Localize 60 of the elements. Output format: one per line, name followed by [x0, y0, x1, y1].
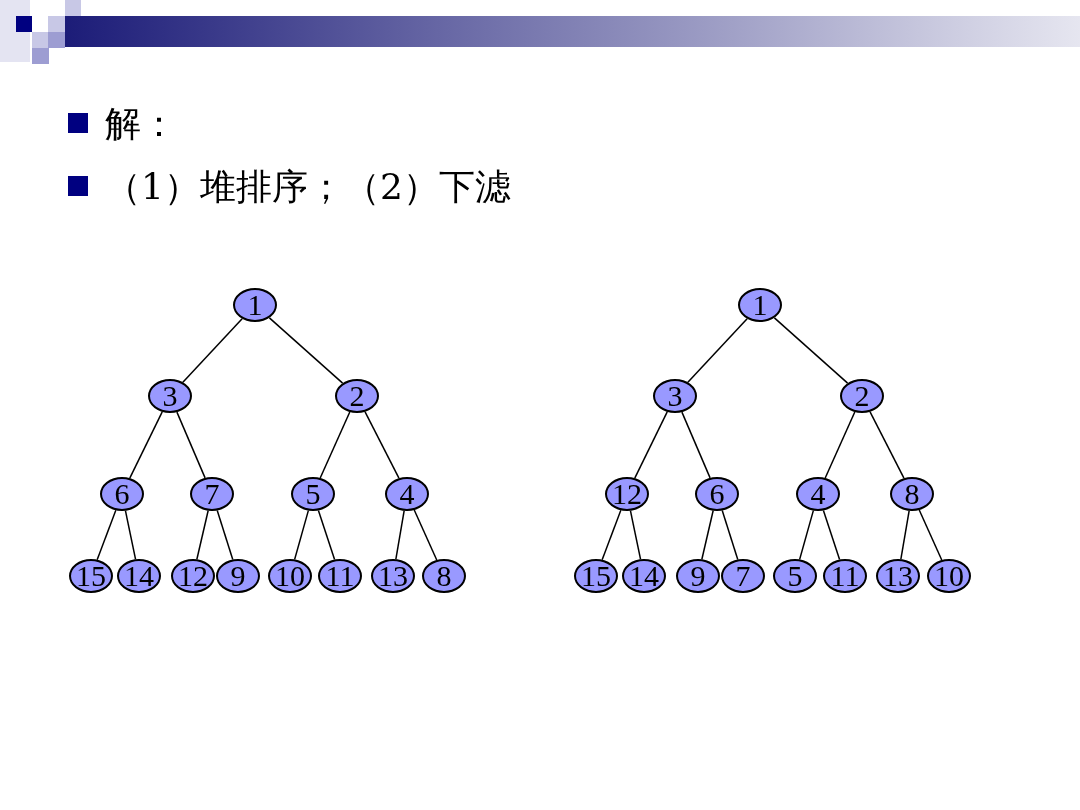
tree-edge: [395, 510, 405, 560]
bullet-text: （1）堆排序；（2）下滤: [105, 165, 511, 209]
tree-node: 7: [190, 477, 234, 511]
tree-node: 2: [840, 379, 884, 413]
tree-edge: [129, 411, 163, 479]
tree-node: 8: [422, 559, 466, 593]
tree-edge: [364, 411, 400, 479]
tree-edge: [124, 510, 137, 560]
tree-node: 9: [676, 559, 720, 593]
tree-node: 5: [291, 477, 335, 511]
bullet-text: 解：: [105, 102, 177, 146]
tree-edge: [216, 509, 234, 561]
tree-edge: [293, 509, 310, 561]
tree-node: 11: [318, 559, 362, 593]
tree-edge: [96, 509, 117, 561]
tree-node: 9: [216, 559, 260, 593]
tree-edge: [687, 318, 748, 383]
tree-edge: [701, 510, 714, 560]
tree-edge: [918, 509, 943, 561]
tree-node: 14: [117, 559, 161, 593]
tree-node: 4: [385, 477, 429, 511]
tree-edge: [317, 509, 336, 561]
tree-node: 15: [574, 559, 618, 593]
tree-edge: [629, 510, 642, 560]
tree-edge: [773, 317, 849, 384]
tree-edge: [176, 411, 206, 479]
tree-edge: [900, 510, 910, 560]
tree-edge: [824, 411, 856, 479]
tree-node: 12: [605, 477, 649, 511]
tree-edge: [681, 411, 711, 479]
tree-node: 13: [876, 559, 920, 593]
tree-node: 11: [823, 559, 867, 593]
tree-node: 14: [622, 559, 666, 593]
tree-node: 12: [171, 559, 215, 593]
tree-edge: [268, 317, 344, 384]
tree-node: 3: [148, 379, 192, 413]
tree-edge: [182, 318, 243, 383]
tree-edge: [319, 411, 351, 479]
tree-node: 10: [268, 559, 312, 593]
tree-node: 3: [653, 379, 697, 413]
tree-node: 15: [69, 559, 113, 593]
tree-edge: [196, 510, 209, 560]
tree-edge: [634, 411, 668, 479]
tree-node: 13: [371, 559, 415, 593]
tree-edge: [413, 509, 438, 561]
tree-node: 1: [233, 288, 277, 322]
tree-edge: [822, 509, 841, 561]
tree-edge: [869, 411, 905, 479]
tree-node: 8: [890, 477, 934, 511]
tree-node: 7: [721, 559, 765, 593]
tree-node: 4: [796, 477, 840, 511]
tree-node: 1: [738, 288, 782, 322]
tree-node: 10: [927, 559, 971, 593]
tree-node: 6: [100, 477, 144, 511]
tree-edge: [798, 509, 815, 561]
tree-node: 5: [773, 559, 817, 593]
tree-edge: [601, 509, 622, 561]
tree-node: 2: [335, 379, 379, 413]
tree-node: 6: [695, 477, 739, 511]
tree-edge: [721, 509, 739, 561]
